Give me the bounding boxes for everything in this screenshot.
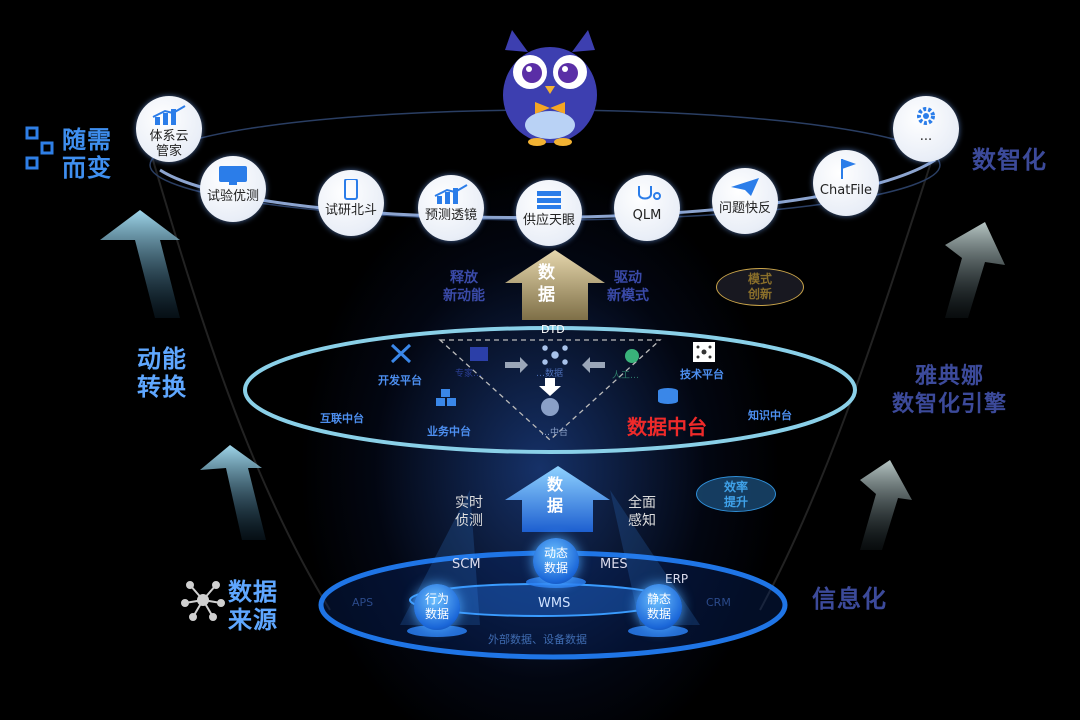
paper-plane-icon (731, 178, 759, 196)
right-bottom-label: 信息化 (812, 585, 887, 613)
network-icon (181, 581, 225, 621)
chart-bars-icon (152, 105, 186, 125)
flag-icon (841, 159, 856, 179)
lower-arrow-text: 数 据 (547, 475, 564, 515)
node-issue-response[interactable]: 问题快反 (712, 168, 778, 234)
database-icon (658, 388, 678, 404)
right-middle-label: 雅典娜 数智化引擎 (892, 364, 1008, 417)
right-arrow-icon (505, 357, 528, 373)
expert-icon (470, 347, 488, 361)
right-arrow-bottom (860, 460, 912, 550)
node-label: QLM (632, 208, 662, 223)
drive-model-label: 驱动 新模式 (607, 270, 649, 304)
dtd-label: DTD (541, 323, 565, 336)
hub-icon (542, 345, 568, 365)
crm-label: CRM (706, 596, 731, 609)
upper-arrow-text: 数 据 (538, 263, 555, 305)
static-data-node: 静态 数据 (636, 584, 682, 630)
mode-innovation-badge: 模式 创新 (716, 268, 804, 306)
ai-label: 人工… (612, 371, 640, 381)
node-label: 供应天眼 (522, 213, 575, 228)
left-arrow-top (100, 210, 180, 318)
external-data-label: 外部数据、设备数据 (488, 633, 587, 646)
erp-label: ERP (665, 572, 689, 586)
light-beam (610, 490, 700, 625)
node-system-cloud[interactable]: 体系云 管家 (136, 96, 202, 162)
node-forecast-lens[interactable]: 预测透镜 (418, 175, 484, 241)
right-arrow-top (945, 222, 1005, 318)
left-arrow-icon (582, 357, 605, 373)
internet-platform-label: 互联中台 (320, 412, 364, 425)
upper-data-arrow (505, 250, 605, 320)
middle-ring (243, 326, 857, 454)
pedestal (407, 625, 467, 637)
chart-bars-icon (434, 184, 468, 204)
node-label: ... (919, 129, 933, 144)
lower-data-arrow (505, 466, 610, 532)
node-more[interactable]: ... (893, 96, 959, 162)
bottom-tri-label: …中台 (541, 428, 569, 438)
node-label: ChatFile (819, 183, 873, 198)
tech-platform-label: 技术平台 (680, 368, 724, 381)
wrench-icon (390, 343, 412, 364)
full-perception-label: 全面 感知 (628, 495, 656, 529)
dtd-triangle (438, 339, 662, 441)
data-platform-label: 数据中台 (627, 415, 707, 439)
aps-label: APS (352, 596, 374, 609)
gear-icon (917, 107, 935, 125)
down-arrow-icon (539, 378, 561, 396)
dev-platform-label: 开发平台 (378, 374, 422, 387)
left-bottom-label: 数据 来源 (228, 578, 278, 634)
node-label: 问题快反 (718, 201, 771, 216)
node-label: 试研北斗 (324, 203, 377, 218)
stethoscope-icon (638, 186, 661, 200)
cubes-icon (436, 389, 456, 406)
left-middle-label: 动能 转换 (137, 345, 187, 401)
node-label: 体系云 管家 (149, 129, 189, 159)
node-supply-eye[interactable]: 供应天眼 (516, 180, 582, 246)
node-chatfile[interactable]: ChatFile (813, 150, 879, 216)
ai-icon (625, 349, 639, 363)
node-label: 预测透镜 (424, 208, 477, 223)
wms-label: WMS (538, 596, 571, 611)
scm-label: SCM (452, 557, 481, 572)
center-data-label: …数据 (536, 369, 564, 379)
left-arrow-middle (200, 445, 266, 540)
funnel-left-edge (149, 149, 331, 611)
release-energy-label: 释放 新动能 (443, 270, 485, 304)
node-test-optimize[interactable]: 试验优测 (200, 156, 266, 222)
knowledge-platform-label: 知识中台 (748, 409, 792, 422)
business-platform-label: 业务中台 (427, 425, 471, 438)
monitor-icon (219, 166, 247, 185)
behavior-data-node: 行为 数据 (414, 584, 460, 630)
node-research-beidou[interactable]: 试研北斗 (318, 170, 384, 236)
phone-icon (344, 179, 358, 200)
dynamic-data-node: 动态 数据 (533, 538, 579, 584)
node-qlm[interactable]: QLM (614, 175, 680, 241)
tech-network-icon (693, 342, 715, 362)
right-top-label: 数智化 (972, 146, 1047, 174)
modules-icon (25, 126, 54, 170)
mes-label: MES (600, 557, 628, 572)
stack-icon (537, 191, 561, 209)
node-label: 试验优测 (206, 189, 259, 204)
pedestal (628, 625, 688, 637)
owl-mascot-icon (503, 30, 597, 146)
brain-icon (541, 398, 559, 416)
efficiency-badge: 效率 提升 (696, 476, 776, 512)
expert-label: 专家… (455, 369, 483, 379)
realtime-detect-label: 实时 侦测 (455, 495, 483, 529)
left-top-label: 随需 而变 (62, 126, 112, 182)
